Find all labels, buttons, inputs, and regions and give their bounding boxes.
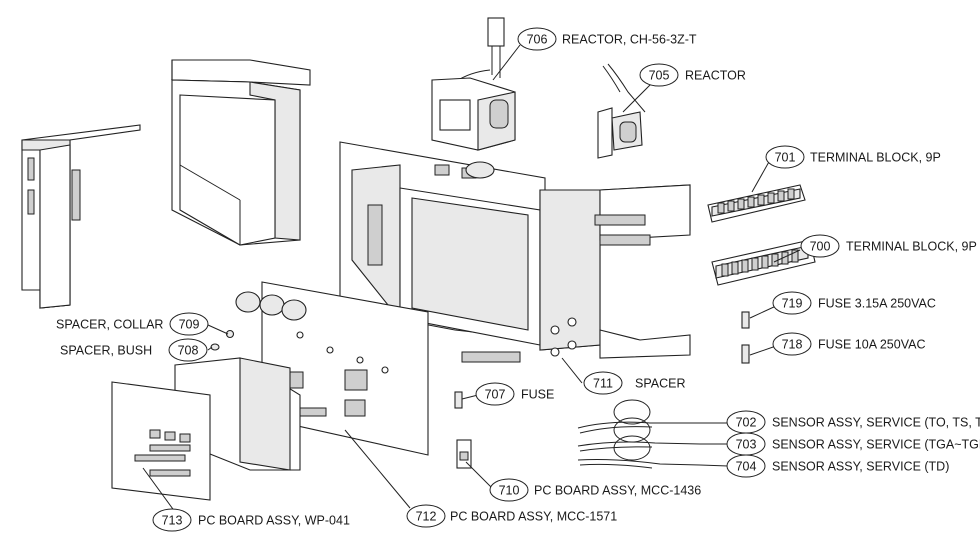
callout-703-label: SENSOR ASSY, SERVICE (TGA~TGE): [772, 438, 980, 452]
callout-707: 707 FUSE: [475, 382, 554, 406]
callout-708-oval: [168, 338, 208, 362]
pc-board-710-part: [456, 439, 472, 469]
callout-705: 705 REACTOR: [639, 63, 746, 87]
callout-711-label: SPACER: [635, 377, 685, 391]
callout-710-label: PC BOARD ASSY, MCC-1436: [534, 484, 701, 498]
callout-713: 713 PC BOARD ASSY, WP-041: [152, 508, 350, 532]
terminal-block-700-part: [711, 239, 816, 286]
callout-704-oval: [726, 454, 766, 478]
sensor-assy-part: [577, 399, 701, 469]
callout-708: SPACER, BUSH 708: [60, 338, 208, 362]
callout-711-number: 711: [593, 377, 613, 391]
fuse-718-part: [741, 344, 750, 364]
callout-705-oval: [639, 63, 679, 87]
callout-701: 701 TERMINAL BLOCK, 9P: [765, 145, 941, 169]
callout-719-number: 719: [782, 297, 803, 311]
callout-718: 718 FUSE 10A 250VAC: [772, 332, 925, 356]
callout-718-label: FUSE 10A 250VAC: [818, 338, 925, 352]
fuse-719-part: [741, 311, 750, 329]
callout-719: 719 FUSE 3.15A 250VAC: [772, 291, 936, 315]
callout-710-oval: [489, 478, 529, 502]
callout-709-oval: [169, 312, 209, 336]
callout-700-oval: [800, 234, 840, 258]
callout-704: 704 SENSOR ASSY, SERVICE (TD): [726, 454, 949, 478]
callout-703: 703 SENSOR ASSY, SERVICE (TGA~TGE): [726, 432, 980, 456]
callout-712-number: 712: [416, 510, 437, 524]
fuse-707-part: [454, 391, 463, 409]
callout-703-number: 703: [736, 438, 757, 452]
pc-board-713-part: [111, 357, 301, 501]
callout-718-oval: [772, 332, 812, 356]
pc-board-712-part: [235, 281, 429, 456]
callout-706: 706 REACTOR, CH-56-3Z-T: [517, 27, 697, 51]
callout-700-label: TERMINAL BLOCK, 9P: [846, 240, 977, 254]
callout-712-oval: [406, 504, 446, 528]
callout-711-oval: [583, 371, 623, 395]
terminal-block-701-part: [707, 184, 806, 223]
callout-701-oval: [765, 145, 805, 169]
callout-704-number: 704: [736, 460, 757, 474]
callout-709-number: 709: [179, 318, 200, 332]
callout-700: 700 TERMINAL BLOCK, 9P: [800, 234, 977, 258]
callout-713-oval: [152, 508, 192, 532]
callout-713-number: 713: [162, 514, 183, 528]
callout-709-label: SPACER, COLLAR: [56, 318, 163, 332]
callout-706-oval: [517, 27, 557, 51]
callout-707-number: 707: [485, 388, 506, 402]
callout-702-label: SENSOR ASSY, SERVICE (TO, TS, TE): [772, 416, 980, 430]
callout-719-label: FUSE 3.15A 250VAC: [818, 297, 936, 311]
callout-700-number: 700: [810, 240, 831, 254]
side-bracket-part: [21, 124, 141, 309]
callout-701-number: 701: [775, 151, 796, 165]
callout-709: SPACER, COLLAR 709: [56, 312, 209, 336]
callout-719-oval: [772, 291, 812, 315]
callout-705-label: REACTOR: [685, 69, 746, 83]
callout-705-number: 705: [649, 69, 670, 83]
callout-706-label: REACTOR, CH-56-3Z-T: [562, 33, 697, 47]
spacer-bush-708-part: [210, 343, 220, 351]
callout-710: 710 PC BOARD ASSY, MCC-1436: [489, 478, 701, 502]
callout-704-label: SENSOR ASSY, SERVICE (TD): [772, 460, 949, 474]
callout-718-number: 718: [782, 338, 803, 352]
main-chassis-part: [339, 141, 691, 363]
callout-710-number: 710: [499, 484, 520, 498]
callout-707-oval: [475, 382, 515, 406]
callout-707-label: FUSE: [521, 388, 554, 402]
callout-702-number: 702: [736, 416, 757, 430]
callout-708-number: 708: [178, 344, 199, 358]
callout-712-label: PC BOARD ASSY, MCC-1571: [450, 510, 617, 524]
callout-702: 702 SENSOR ASSY, SERVICE (TO, TS, TE): [726, 410, 980, 434]
duct-hood-part: [171, 59, 311, 246]
callout-712: 712 PC BOARD ASSY, MCC-1571: [406, 504, 617, 528]
spacer-collar-709-part: [225, 329, 235, 339]
callout-706-number: 706: [527, 33, 548, 47]
callout-711: 711 SPACER: [583, 371, 685, 395]
leader-lines: [142, 44, 801, 517]
callout-708-label: SPACER, BUSH: [60, 344, 152, 358]
reactor-706-part: [431, 17, 516, 151]
reactor-705-part: [597, 63, 646, 159]
callout-713-label: PC BOARD ASSY, WP-041: [198, 514, 350, 528]
callout-701-label: TERMINAL BLOCK, 9P: [810, 151, 941, 165]
